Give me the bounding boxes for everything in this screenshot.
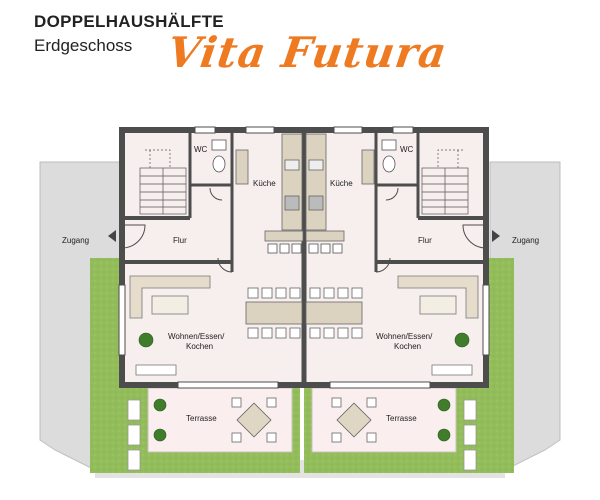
stairs-left: [139, 149, 187, 215]
windows: [118, 126, 490, 389]
label-entrance-right: Zugang: [512, 236, 539, 245]
stepping-stones: [127, 399, 477, 471]
entrance-doors: [121, 187, 487, 273]
plan-title: DOPPELHAUSHÄLFTE: [34, 12, 224, 31]
label-living-right-2: Kochen: [394, 342, 421, 351]
label-terrace-left: Terrasse: [186, 414, 217, 423]
label-living-right-1: Wohnen/Essen/: [376, 332, 433, 341]
bar-stools: [267, 243, 343, 254]
kitchen-counters: [235, 133, 375, 242]
sofas: [129, 275, 479, 376]
label-hall-right: Flur: [418, 236, 432, 245]
label-living-left-1: Wohnen/Essen/: [168, 332, 225, 341]
label-terrace-right: Terrasse: [386, 414, 417, 423]
label-wc-right: WC: [400, 145, 414, 154]
terrace-tables: [231, 397, 377, 443]
dining-tables: [245, 287, 363, 339]
label-kitchen-left: Küche: [253, 179, 276, 188]
plant-icons: [138, 332, 470, 442]
label-hall-left: Flur: [173, 236, 187, 245]
label-entrance-left: Zugang: [62, 236, 89, 245]
label-living-left-2: Kochen: [186, 342, 213, 351]
walls: [119, 127, 489, 388]
entrance-arrow-right: [492, 230, 500, 242]
entrance-arrow-left: [108, 230, 116, 242]
stairs-right: [421, 149, 469, 215]
label-wc-left: WC: [194, 145, 208, 154]
label-kitchen-right: Küche: [330, 179, 353, 188]
wc-fixtures: [211, 139, 397, 173]
plan-subtitle: Erdgeschoss: [34, 36, 133, 55]
